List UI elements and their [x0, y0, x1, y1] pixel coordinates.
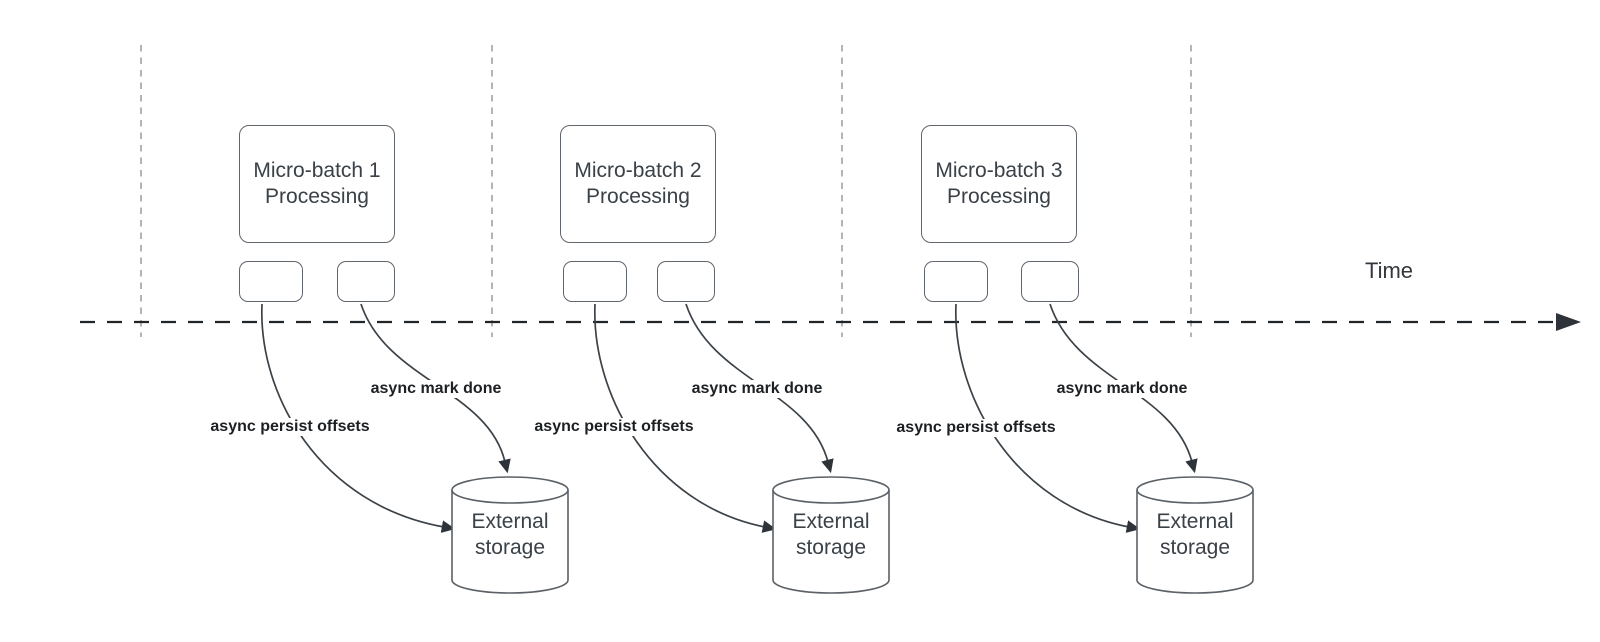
- mark-done-label: async mark done: [1053, 380, 1191, 398]
- persist-offsets-label: async persist offsets: [893, 419, 1059, 437]
- mark-done-box: [1021, 261, 1079, 302]
- persist-offsets-box: [563, 261, 627, 302]
- storage-cylinder-rim: [451, 489, 569, 504]
- storage-cylinder: [451, 476, 569, 594]
- persist-offsets-arrow: [261, 303, 456, 533]
- time-axis-arrowhead: [1556, 313, 1581, 331]
- persist-offsets-label: async persist offsets: [531, 418, 697, 436]
- persist-offsets-box: [239, 261, 303, 302]
- storage-label: External storage: [792, 510, 870, 559]
- connector-group-3: [955, 303, 1254, 594]
- micro-batch-box: Micro-batch 1 Processing: [239, 125, 395, 243]
- storage-label: External storage: [1156, 510, 1234, 559]
- micro-batch-box: Micro-batch 2 Processing: [560, 125, 716, 243]
- mark-done-box: [657, 261, 715, 302]
- mark-done-label: async mark done: [688, 380, 826, 398]
- persist-offsets-arrow: [955, 303, 1141, 533]
- micro-batch-label: Micro-batch 2 Processing: [574, 159, 702, 208]
- storage-cylinder-rim: [1136, 489, 1254, 504]
- storage-label: External storage: [471, 510, 549, 559]
- persist-offsets-box: [924, 261, 988, 302]
- mark-done-label: async mark done: [367, 380, 505, 398]
- time-axis-label: Time: [1364, 258, 1414, 283]
- persist-offsets-arrow: [594, 303, 777, 533]
- micro-batch-label: Micro-batch 3 Processing: [935, 159, 1063, 208]
- storage-cylinder: [772, 476, 890, 594]
- micro-batch-box: Micro-batch 3 Processing: [921, 125, 1077, 243]
- mark-done-box: [337, 261, 395, 302]
- persist-offsets-label: async persist offsets: [207, 418, 373, 436]
- storage-cylinder-rim: [772, 489, 890, 504]
- micro-batch-label: Micro-batch 1 Processing: [253, 159, 381, 208]
- storage-cylinder: [1136, 476, 1254, 594]
